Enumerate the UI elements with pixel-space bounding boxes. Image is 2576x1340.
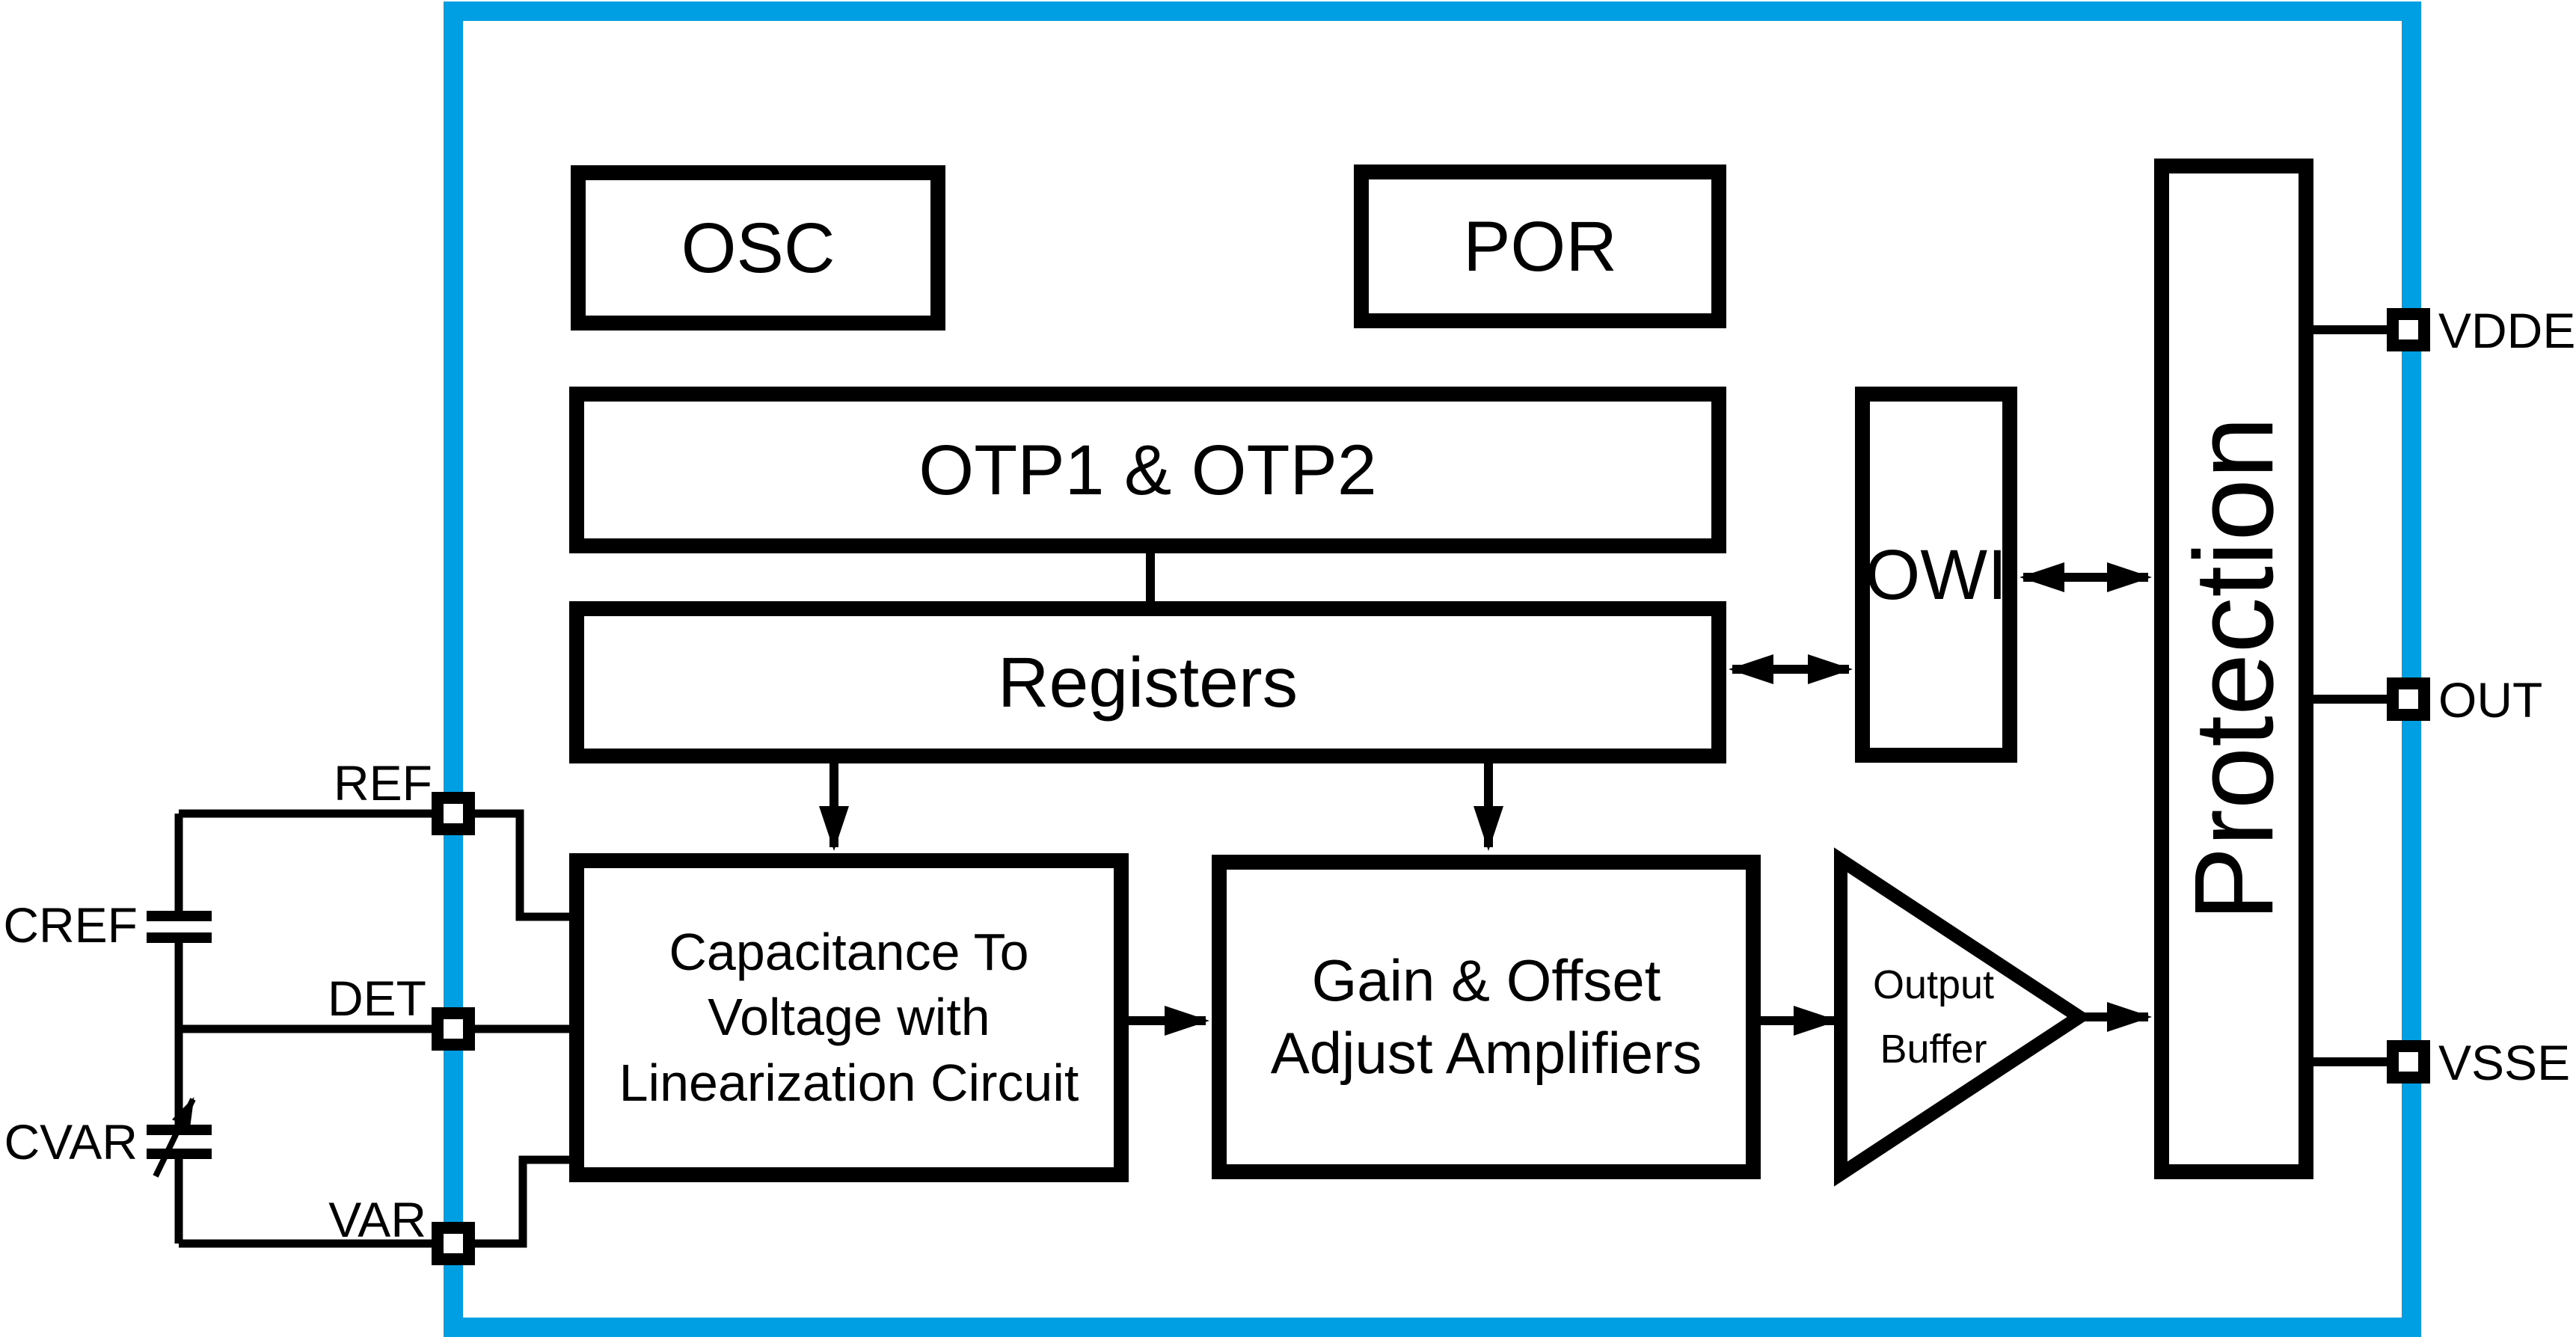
- registers-block: Registers: [569, 601, 1726, 763]
- gain-offset-label: Gain & Offset Adjust Amplifiers: [1270, 947, 1702, 1087]
- cref-capacitor-plate-bottom: [147, 932, 212, 943]
- owi-label: OWI: [1865, 535, 2008, 615]
- vsse-pin-label: VSSE: [2438, 1035, 2571, 1090]
- out-pin-label: OUT: [2438, 672, 2543, 728]
- protection-block: Protection: [2154, 159, 2313, 1179]
- ref-pin-pad: [432, 792, 475, 835]
- cvar-capacitor-plate-bottom: [147, 1149, 212, 1159]
- gain-offset-block: Gain & Offset Adjust Amplifiers: [1212, 855, 1761, 1179]
- cvar-variable-arrow: [153, 1097, 196, 1178]
- cref-capacitor-label: CREF: [3, 897, 138, 953]
- owi-block: OWI: [1855, 387, 2017, 763]
- otp-label: OTP1 & OTP2: [919, 430, 1377, 510]
- cvar-capacitor-label: CVAR: [4, 1114, 138, 1170]
- chip-outline: [444, 1, 2421, 1337]
- det-pin-label: DET: [328, 971, 426, 1026]
- capacitance-to-voltage-block: Capacitance To Voltage with Linearizatio…: [569, 853, 1129, 1182]
- var-pin-label: VAR: [328, 1192, 426, 1247]
- output-buffer-triangle: [1834, 847, 2092, 1187]
- cref-capacitor-plate-top: [147, 911, 212, 921]
- vsse-pin-pad: [2387, 1040, 2430, 1084]
- protection-label: Protection: [2171, 416, 2296, 922]
- det-pin-pad: [432, 1007, 475, 1051]
- wire-var-into-c2v: [475, 1155, 569, 1248]
- por-block: POR: [1354, 165, 1726, 328]
- capacitance-to-voltage-label: Capacitance To Voltage with Linearizatio…: [619, 922, 1079, 1112]
- vdde-pin-label: VDDE: [2438, 303, 2576, 358]
- otp-block: OTP1 & OTP2: [569, 387, 1726, 553]
- out-pin-pad: [2387, 677, 2430, 721]
- registers-label: Registers: [997, 642, 1298, 722]
- ref-pin-label: REF: [334, 755, 432, 811]
- var-pin-pad: [432, 1222, 475, 1265]
- output-buffer-label: Output Buffer: [1872, 962, 1995, 1072]
- osc-label: OSC: [681, 208, 835, 288]
- wire-ref-into-c2v: [475, 809, 569, 921]
- vdde-pin-pad: [2387, 308, 2430, 351]
- por-label: POR: [1463, 206, 1617, 286]
- osc-block: OSC: [571, 165, 945, 331]
